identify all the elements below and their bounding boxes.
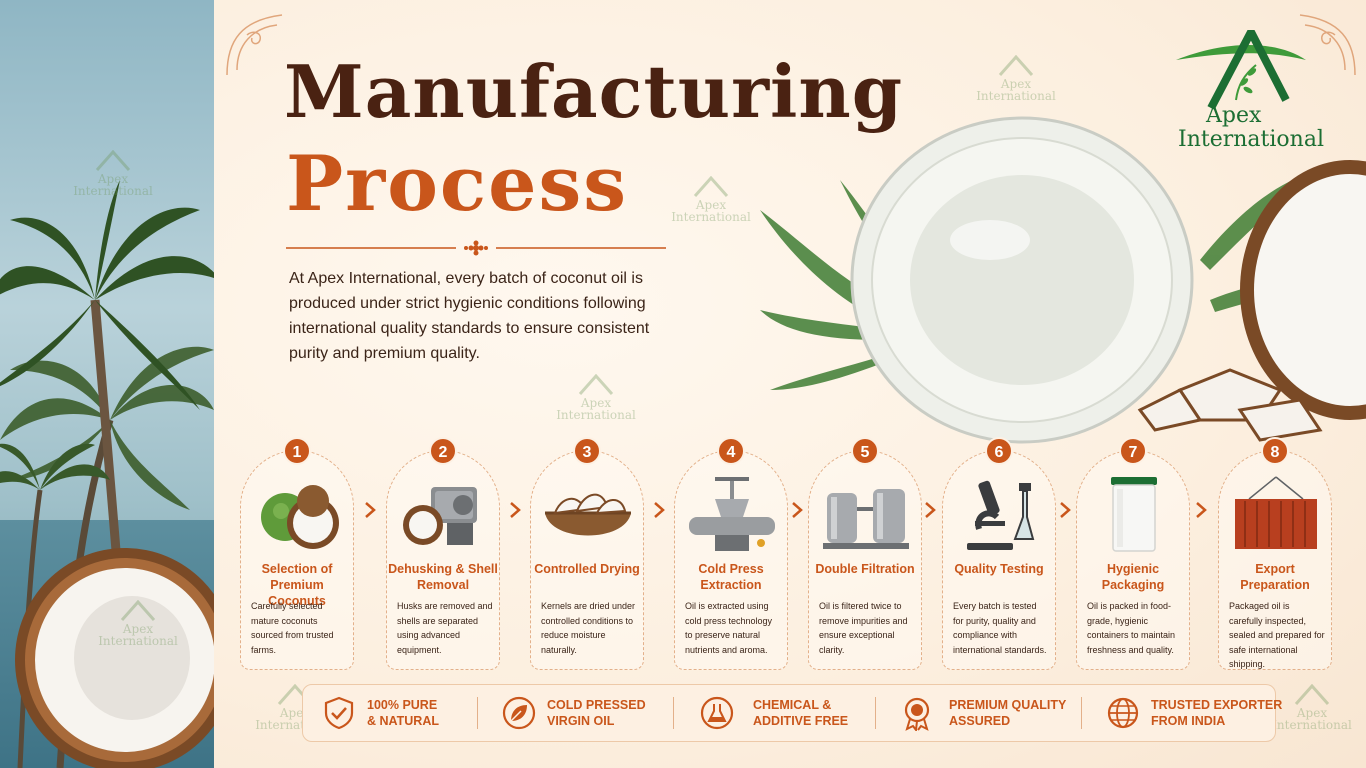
step-description: Husks are removed and shells are separat… [397,601,493,655]
step-description: Oil is extracted using cold press techno… [685,601,773,655]
step-title: Controlled Drying [534,562,640,576]
step-card-5: 5 Double Filtration Oil is filtered twic… [808,437,922,670]
feature-line1: COLD PRESSED [547,698,646,712]
coconut-half-illustration [15,548,214,768]
features-bar: 100% PURE & NATURAL COLD PRESSED VIRGIN OI… [302,684,1282,742]
feature-divider [875,697,876,729]
corner-ornament-icon [1299,14,1356,76]
step-card-1: 1 Selection of Premium Coconuts Carefull… [240,437,354,670]
feature-line1: CHEMICAL & [753,698,832,712]
step-number-badge: 3 [573,437,601,465]
page-title-line1: Manufacturing [284,49,904,134]
corner-ornament-icon [226,14,283,76]
chevron-right-icon [365,502,376,518]
coconut-oil-bowl-illustration [760,116,1366,444]
step-title: Export Preparation [1240,562,1310,592]
step-description: Carefully selected mature coconuts sourc… [251,601,334,655]
step-card-6: 6 Quality Testing Every batch is tested … [942,437,1056,670]
dehusking-machine-icon [403,487,477,545]
chevron-right-icon [654,502,665,518]
step-number-badge: 6 [985,437,1013,465]
globe-icon [1107,697,1139,729]
apex-logo-icon [1176,28,1306,110]
feature-line1: TRUSTED EXPORTER [1151,698,1283,712]
step-number-badge: 7 [1119,437,1147,465]
step-card-7: 7 Hygienic Packaging Oil is packed in fo… [1076,437,1190,670]
feature-line2: ASSURED [949,714,1011,728]
step-title: Quality Testing [954,562,1044,576]
step-card-3: 3 Controlled Drying Kernels are dried un… [530,437,644,670]
filtration-tanks-icon [823,489,909,549]
feature-line2: ADDITIVE FREE [753,714,849,728]
step-number-badge: 2 [429,437,457,465]
step-title: Selection of Premium Coconuts [261,562,333,608]
chevron-right-icon [792,502,803,518]
microscope-icon [967,480,1035,550]
leaf-icon [502,696,536,730]
brand-name-line1: Apex [1206,103,1262,128]
chevron-right-icon [1196,502,1207,518]
step-card-8: 8 Export Preparation Packaged oil is car… [1218,437,1332,670]
feature-line1: 100% PURE [367,698,438,712]
step-description: Kernels are dried under controlled condi… [541,601,636,655]
step-description: Oil is packed in food-grade, hygienic co… [1087,601,1176,655]
step-number-badge: 8 [1261,437,1289,465]
step-description: Oil is filtered twice to remove impuriti… [819,601,908,655]
step-title: Hygienic Packaging [1101,562,1165,592]
cold-press-icon [689,477,775,551]
title-divider [286,240,666,256]
step-number-badge: 1 [283,437,311,465]
award-badge-icon [904,697,930,731]
intro-paragraph: At Apex International, every batch of co… [289,270,650,362]
feature-divider [477,697,478,729]
step-description: Every batch is tested for purity, qualit… [953,601,1047,655]
coconut-icon [261,485,339,549]
container-drum-icon [1111,477,1157,552]
step-description: Packaged oil is carefully inspected, sea… [1229,601,1325,669]
feature-line2: FROM INDIA [1151,714,1226,728]
feature-line1: PREMIUM QUALITY [949,698,1067,712]
step-title: Double Filtration [815,562,915,576]
feature-divider [673,697,674,729]
chevron-right-icon [1060,502,1071,518]
step-title: Cold Press Extraction [698,562,764,592]
shield-check-icon [324,696,354,730]
flask-icon [700,696,734,730]
step-number-badge: 5 [851,437,879,465]
step-card-2: 2 Dehusking & Shell Removal Husks are re… [386,437,500,670]
page-title-line2: Process [286,139,629,228]
shipping-container-icon [1235,476,1317,549]
chevron-right-icon [510,502,521,518]
step-number-badge: 4 [717,437,745,465]
step-card-4: 4 Cold Press Extraction Oil is extracted… [674,437,788,670]
brand-name-line2: International [1178,127,1324,152]
chevron-right-icon [925,502,936,518]
feature-divider [1081,697,1082,729]
feature-line2: & NATURAL [367,714,439,728]
drying-basket-icon [545,493,631,536]
brand-logo: Apex International [1166,28,1336,152]
step-title: Dehusking & Shell Removal [388,562,498,592]
feature-line2: VIRGIN OIL [547,714,615,728]
